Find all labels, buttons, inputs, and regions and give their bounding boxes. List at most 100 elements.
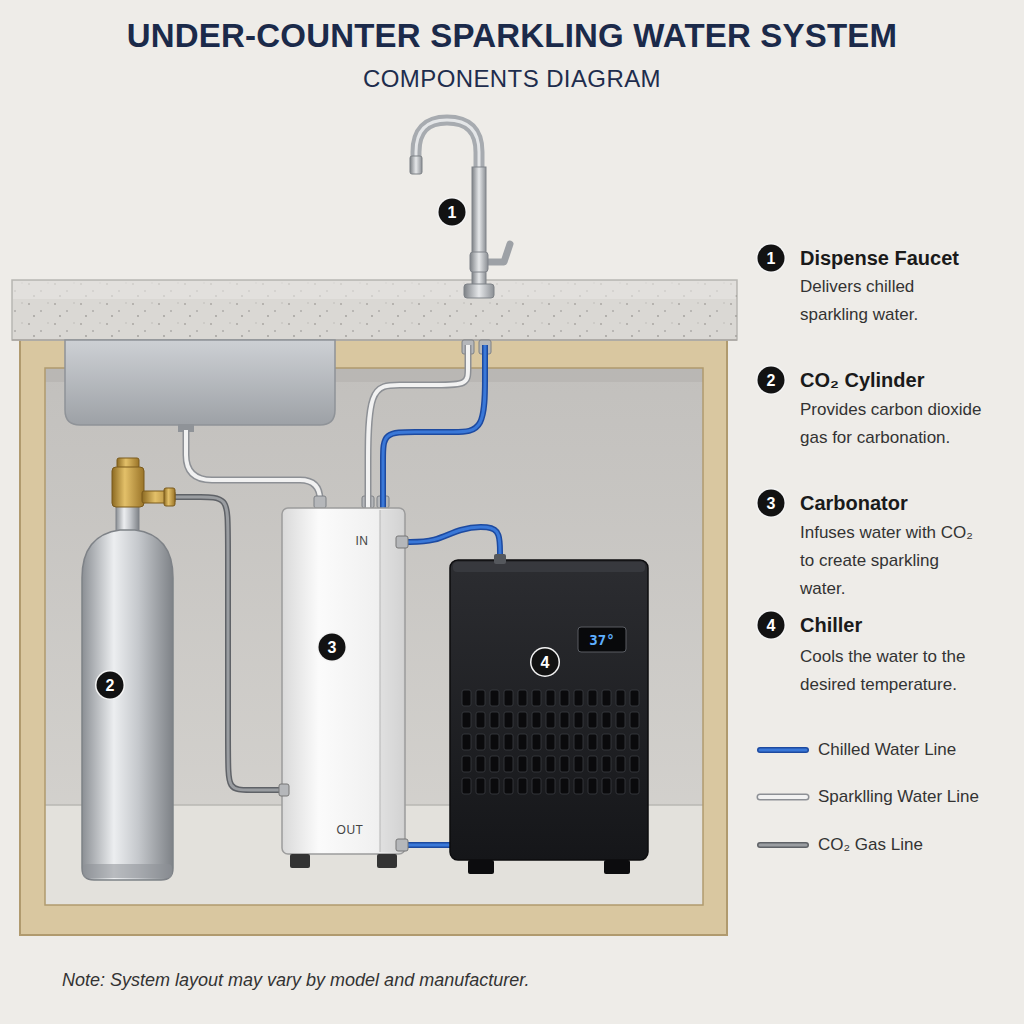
text-anchor: Sparklling Water Line (818, 787, 979, 807)
vent-slot (532, 756, 541, 772)
vent-slot (560, 690, 569, 706)
carbonator-fitting (279, 784, 289, 796)
text-anchor: COMPONENTS DIAGRAM (363, 65, 661, 93)
text-anchor: 4 (758, 612, 785, 639)
vent-slot (504, 734, 513, 750)
text-anchor: Note: System layout may vary by model an… (62, 970, 530, 991)
legend-label: Chilled Water Line (818, 740, 956, 760)
cabinet-interior (45, 368, 703, 905)
faucet-handle (486, 244, 510, 262)
vent-slot (546, 778, 555, 794)
vent-slot (546, 756, 555, 772)
vent-slot (504, 756, 513, 772)
vent-slot (602, 756, 611, 772)
legend-line-sample (760, 794, 806, 801)
vent-slot (504, 712, 513, 728)
pipe-core (405, 844, 450, 847)
callout-number: 3 (758, 490, 785, 517)
text-anchor: Chilled Water Line (818, 740, 956, 760)
faucet-base (464, 284, 494, 298)
vent-slot (462, 690, 471, 706)
carbonator-side (380, 510, 403, 852)
component-description: Delivers chilled sparkling water. (800, 273, 950, 329)
vent-slot (588, 690, 597, 706)
carbonator-fitting (396, 839, 408, 851)
port-label: OUT (337, 823, 364, 837)
legend-swatch (758, 790, 808, 804)
pipe-casing (405, 527, 500, 556)
port-label: IN (356, 534, 369, 548)
legend-line-sample (760, 795, 806, 799)
chiller: 437° (450, 556, 648, 876)
pipe-casing (383, 345, 485, 508)
carbonator-foot (377, 854, 397, 868)
vent-slot (630, 778, 639, 794)
text-anchor: 3 (319, 634, 346, 661)
text-anchor: Infuses water with CO₂ to create sparkli… (800, 519, 988, 603)
vent-slot (532, 734, 541, 750)
callout-number: 3 (319, 634, 346, 661)
valve-body (112, 467, 144, 507)
vent-slot (518, 778, 527, 794)
carbonator-foot (290, 854, 310, 868)
countertop (12, 280, 737, 340)
pipe-connector (383, 345, 485, 508)
vent-slot (532, 778, 541, 794)
text-anchor: 4 (532, 649, 559, 676)
component-name: Dispense Faucet (800, 247, 959, 270)
legend-line-sample (760, 749, 806, 752)
vent-slot (518, 712, 527, 728)
chiller-foot (468, 860, 494, 874)
callout-number: 2 (758, 367, 785, 394)
text-anchor: CO₂ Gas Line (818, 835, 923, 855)
component-name: CO₂ Cylinder (800, 369, 924, 392)
text-anchor: Cools the water to the desired temperatu… (800, 643, 990, 699)
cabinet-frame (20, 338, 727, 935)
component-name: Carbonator (800, 492, 908, 515)
pipe-connector (405, 845, 450, 846)
vent-slot (560, 712, 569, 728)
vent-slot (476, 756, 485, 772)
text-anchor: IN (356, 534, 369, 548)
text-anchor: 3 (758, 490, 785, 517)
vent-slot (532, 712, 541, 728)
vent-slot (560, 778, 569, 794)
dispense-faucet: 1 (400, 112, 518, 345)
countertop-surface (13, 281, 736, 299)
vent-slot (490, 778, 499, 794)
faucet-valve (470, 252, 488, 272)
diagram-title: UNDER-COUNTER SPARKLING WATER SYSTEM (127, 17, 898, 55)
vent-slot (560, 734, 569, 750)
pipe-core (175, 497, 282, 790)
carbonator-body (282, 508, 405, 854)
vent-slot (518, 734, 527, 750)
cylinder-base (83, 864, 172, 878)
display-panel (578, 627, 626, 652)
vent-slot (504, 778, 513, 794)
co2-cylinder: 2 (80, 458, 175, 882)
vent-slot (490, 756, 499, 772)
component-name: Chiller (800, 614, 862, 637)
text-anchor: 1 (439, 199, 466, 226)
vent-slot (602, 690, 611, 706)
vent-slot (546, 734, 555, 750)
countertop-texture (12, 280, 737, 340)
text-anchor: 1 (758, 245, 785, 272)
legend-swatch (758, 743, 808, 757)
vent-slot (574, 778, 583, 794)
vent-slot (462, 756, 471, 772)
vent-slot (476, 734, 485, 750)
vent-slot (518, 756, 527, 772)
carbonator-drawing (282, 508, 405, 870)
text-anchor: Chiller (800, 614, 862, 637)
pipe-connector (175, 497, 282, 790)
vent-slot (574, 734, 583, 750)
component-description: Provides carbon dioxide gas for carbonat… (800, 396, 990, 452)
chiller-foot (604, 860, 630, 874)
vent-slot (588, 734, 597, 750)
legend-line-sample (760, 747, 806, 753)
carbonator-fitting (396, 536, 408, 548)
legend-label: CO₂ Gas Line (818, 835, 923, 855)
